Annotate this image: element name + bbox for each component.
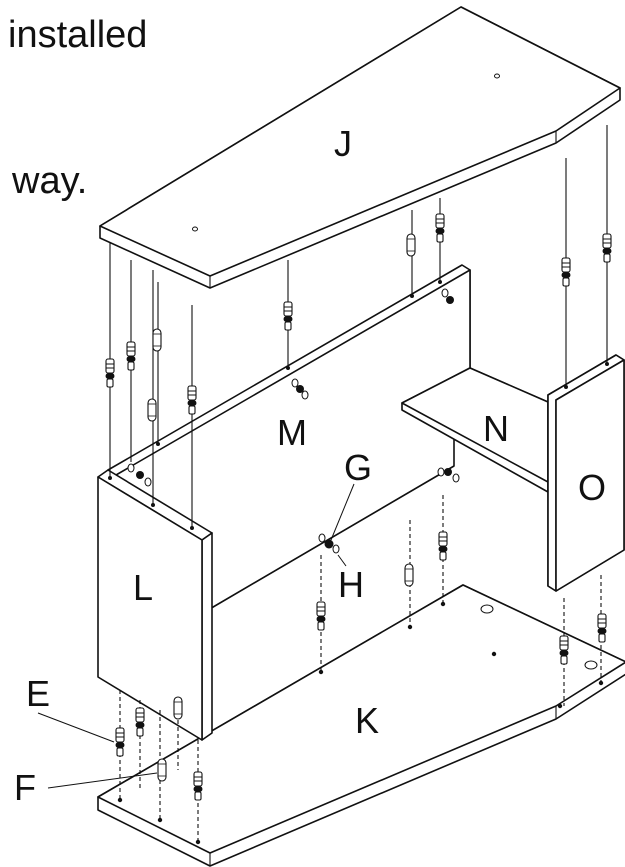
panel-k-hole [480,604,494,614]
label-m: M [277,412,307,453]
panel-k-hole [491,651,497,657]
panel-m-cam [444,468,452,476]
dowel-f [147,398,157,422]
panel-k: K [97,584,625,867]
panel-k-hole [157,817,163,823]
cam-bolt-e [558,635,570,665]
label-o: O [578,467,606,508]
panel-m-hole [291,378,299,388]
leader-f [47,772,158,789]
hardware-labels: G H E F [14,447,372,808]
panel-m-cam [446,296,454,304]
cam-bolt-e [596,613,608,643]
panel-j: J [99,6,621,289]
label-f: F [14,767,36,808]
caption-fragment-middle: way. [12,160,88,202]
label-h: H [338,564,364,605]
cam-lock-g [324,539,334,549]
dowel-f [404,563,414,587]
leader-g [330,483,355,541]
label-e: E [26,673,50,714]
leader-h [337,554,347,567]
panel-m-cam [136,471,144,479]
panel-l-face [97,476,203,741]
dowel-f [406,233,416,257]
panel-j-hole [494,73,500,79]
cam-bolt-e [434,213,446,243]
label-n: N [483,408,509,449]
panel-m-cam [296,385,304,393]
cam-bolt-e [114,727,126,757]
panel-m-bottom-line [207,465,455,611]
panel-o-face [555,359,625,592]
panel-j-hole [192,226,198,232]
cam-bolt-e [186,385,198,415]
dowel-f [173,696,183,720]
panel-k-hole [117,797,123,803]
panel-k-hole [318,669,324,675]
dowel-f [152,328,162,352]
cam-lock-hole [318,533,326,543]
panel-m-hole [441,288,449,298]
panel-k-hole [557,703,563,709]
panel-o: O [547,354,625,592]
cam-bolt-e [125,341,137,371]
panel-n: N [401,367,549,493]
cam-bolt-e [282,301,294,331]
label-k: K [355,700,379,741]
fasteners [104,213,613,801]
panel-k-hole [584,660,598,670]
caption-fragment-top: installed [8,14,148,56]
cam-bolt-e [560,257,572,287]
panel-m-hole [127,463,135,473]
panel-m-hole [301,390,309,400]
panel-m-hole [144,477,152,487]
cam-bolt-e [437,531,449,561]
cam-bolt-e [134,707,146,737]
cam-bolt-e [315,601,327,631]
panel-l: L [97,469,213,741]
label-g: G [344,447,372,488]
cam-bolt-e [601,233,613,263]
panel-j-top [99,6,621,277]
cam-bolt-e [104,358,116,388]
cam-bolt-e [192,771,204,801]
dowel-f [157,758,167,782]
leader-e [37,712,115,743]
label-l: L [133,567,153,608]
panel-l-edge [201,532,213,741]
label-j: J [334,123,352,164]
cam-washer-h [332,544,340,554]
panel-m-hole [452,473,460,483]
panel-m-hole [437,467,445,477]
